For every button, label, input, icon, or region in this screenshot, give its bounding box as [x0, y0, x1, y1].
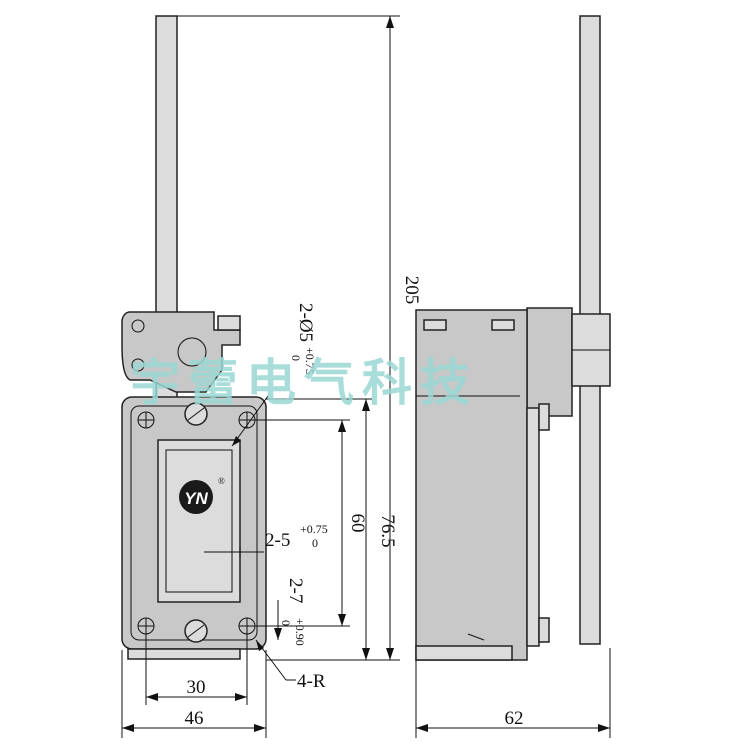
side-top-slot-right — [491, 319, 515, 331]
cover-plate-inner — [165, 449, 233, 593]
dim-total-height: 205 — [401, 276, 422, 305]
callout-slot-5-upper: +0.75 — [300, 522, 328, 536]
dim-body-height: 76.5 — [377, 514, 398, 547]
callout-hole-dia5-main: 2-Ø5 — [295, 303, 316, 342]
side-base — [415, 645, 513, 661]
lever-head — [121, 311, 241, 393]
dim-body-width: 46 — [185, 708, 204, 729]
brand-logo: YN ® — [179, 476, 225, 514]
dim-hole-horizontal: 30 — [187, 677, 206, 698]
dim-corner-radius: 4-R — [297, 671, 326, 692]
cover-screw-top — [184, 402, 208, 426]
callout-slot-5-main: 2-5 — [265, 530, 290, 551]
side-top-slot-left — [423, 319, 447, 331]
side-body — [415, 309, 528, 661]
mounting-hole-top-left — [137, 411, 155, 429]
side-rear-cover — [526, 407, 540, 647]
dim-hole-vertical: 60 — [347, 514, 368, 533]
lever-head-screw-top — [131, 319, 145, 333]
callout-hole-7-lower: 0 — [279, 620, 293, 626]
lever-clamp-hole — [177, 337, 207, 367]
side-rear-clip-top — [538, 403, 550, 431]
brand-logo-mark: YN — [184, 489, 208, 508]
cover-plate — [157, 439, 241, 603]
callout-hole-dia5-lower: 0 — [289, 355, 303, 361]
front-dimensions: 205 76.5 60 2-Ø5 +0.75 0 2-5 +0.75 0 — [121, 15, 422, 738]
side-rear-clip-bottom — [538, 617, 550, 643]
base-strip — [127, 648, 241, 660]
lever-head-screw-bottom — [131, 358, 145, 372]
callout-hole-7: 2-7 +0.90 0 — [279, 578, 307, 646]
side-lever-head — [526, 307, 573, 417]
mounting-hole-bottom-left — [137, 617, 155, 635]
callout-slot-5: 2-5 +0.75 0 — [265, 522, 328, 551]
mounting-hole-bottom-right — [238, 617, 256, 635]
callout-hole-dia5: 2-Ø5 +0.75 0 — [289, 303, 317, 375]
front-view: YN ® — [121, 15, 267, 660]
callout-hole-7-main: 2-7 — [285, 578, 306, 603]
callout-hole-7-upper: +0.90 — [293, 618, 307, 646]
callout-hole-dia5-upper: +0.75 — [303, 347, 317, 375]
lever-clamp-tab — [217, 315, 241, 331]
side-view: 62 — [415, 15, 611, 738]
callout-slot-5-lower: 0 — [312, 536, 318, 550]
registered-mark: ® — [218, 476, 225, 486]
watermark-text: 宇蕾电气科技 — [130, 354, 478, 412]
cover-screw-bottom — [184, 619, 208, 643]
dim-side-depth: 62 — [505, 708, 524, 729]
